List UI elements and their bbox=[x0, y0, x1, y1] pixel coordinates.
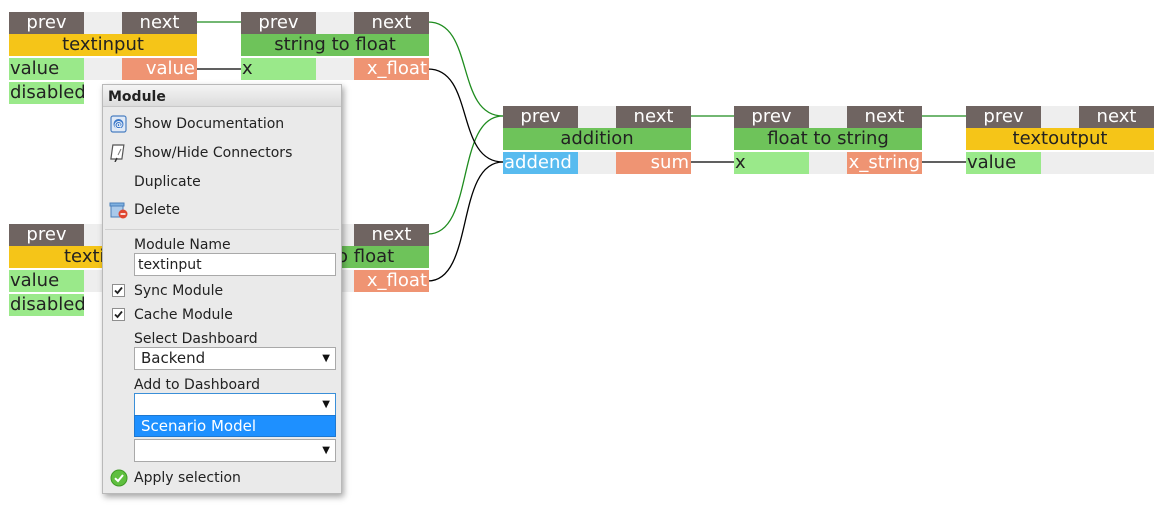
context-menu-header: Module bbox=[103, 85, 341, 107]
next-connector[interactable]: next bbox=[354, 224, 429, 246]
delete-icon bbox=[109, 201, 129, 219]
dropdown-arrow-icon: ▼ bbox=[322, 445, 330, 456]
prev-connector[interactable]: prev bbox=[9, 224, 84, 246]
module-float-to-string[interactable]: prev next float to string x x_string bbox=[734, 106, 922, 174]
flow-wire-stringtofloat1-to-addition bbox=[427, 21, 504, 117]
flow-wire-stringtofloat2-to-addition bbox=[427, 115, 504, 235]
delete-menu-item[interactable]: Delete bbox=[103, 197, 341, 223]
sync-module-label: Sync Module bbox=[134, 283, 224, 299]
apply-selection-button[interactable]: Apply selection bbox=[103, 466, 341, 490]
module-name-input[interactable] bbox=[134, 253, 336, 276]
output-port-x-float[interactable]: x_float bbox=[354, 270, 429, 292]
input-port-x[interactable]: x bbox=[734, 152, 809, 174]
next-connector[interactable]: next bbox=[354, 12, 429, 34]
input-port-addend[interactable]: addend bbox=[503, 152, 578, 174]
prev-connector[interactable]: prev bbox=[503, 106, 578, 128]
documentation-icon: @ bbox=[109, 115, 129, 133]
second-dashboard-dropdown[interactable]: ▼ bbox=[134, 439, 336, 462]
prev-connector[interactable]: prev bbox=[9, 12, 84, 34]
prev-connector[interactable]: prev bbox=[734, 106, 809, 128]
prev-connector[interactable]: prev bbox=[241, 12, 316, 34]
module-textinput[interactable]: prev next textinput value value disabled bbox=[9, 12, 197, 104]
menu-item-label: Show/Hide Connectors bbox=[134, 145, 293, 161]
prev-connector[interactable]: prev bbox=[966, 106, 1041, 128]
svg-text:@: @ bbox=[114, 120, 123, 130]
module-name-label: Module Name bbox=[134, 237, 231, 253]
input-port-disabled[interactable]: disabled bbox=[9, 82, 84, 104]
module-title[interactable]: textoutput bbox=[966, 128, 1154, 150]
show-documentation-menu-item[interactable]: @ Show Documentation bbox=[103, 111, 341, 137]
apply-selection-label: Apply selection bbox=[134, 470, 241, 486]
show-hide-connectors-menu-item[interactable]: Show/Hide Connectors bbox=[103, 140, 341, 166]
duplicate-menu-item[interactable]: Duplicate bbox=[103, 169, 341, 195]
input-port-value[interactable]: value bbox=[966, 152, 1041, 174]
output-port-sum[interactable]: sum bbox=[616, 152, 691, 174]
sync-module-checkbox[interactable] bbox=[112, 284, 125, 297]
select-dashboard-dropdown[interactable]: Backend ▼ bbox=[134, 347, 336, 370]
menu-separator bbox=[105, 229, 339, 230]
module-addition[interactable]: prev next addition addend sum bbox=[503, 106, 691, 174]
next-connector[interactable]: next bbox=[1079, 106, 1154, 128]
output-port-value[interactable]: value bbox=[122, 58, 197, 80]
add-to-dashboard-label: Add to Dashboard bbox=[134, 377, 261, 393]
module-title[interactable]: float to string bbox=[734, 128, 922, 150]
dropdown-arrow-icon: ▼ bbox=[322, 399, 330, 410]
module-title[interactable]: addition bbox=[503, 128, 691, 150]
data-wire-xfloat2-to-addend bbox=[427, 161, 504, 282]
input-port-x[interactable]: x bbox=[241, 58, 316, 80]
dropdown-option-scenario-model[interactable]: Scenario Model bbox=[134, 415, 336, 437]
next-connector[interactable]: next bbox=[847, 106, 922, 128]
cache-module-label: Cache Module bbox=[134, 307, 233, 323]
menu-item-label: Delete bbox=[134, 202, 180, 218]
select-dashboard-value: Backend bbox=[141, 349, 206, 367]
dropdown-arrow-icon: ▼ bbox=[322, 353, 330, 364]
module-string-to-float[interactable]: prev next string to float x x_float bbox=[241, 12, 429, 80]
menu-item-label: Duplicate bbox=[134, 174, 201, 190]
data-wire-xfloat1-to-addend bbox=[427, 68, 504, 163]
next-connector[interactable]: next bbox=[122, 12, 197, 34]
input-port-value[interactable]: value bbox=[9, 58, 84, 80]
input-port-disabled[interactable]: disabled bbox=[9, 294, 84, 316]
output-port-x-float[interactable]: x_float bbox=[354, 58, 429, 80]
checkmark-icon bbox=[110, 469, 128, 487]
module-title[interactable]: textinput bbox=[9, 34, 197, 56]
module-textoutput[interactable]: prev next textoutput value bbox=[966, 106, 1154, 174]
menu-item-label: Show Documentation bbox=[134, 116, 285, 132]
connectors-icon bbox=[109, 144, 129, 163]
module-title[interactable]: string to float bbox=[241, 34, 429, 56]
next-connector[interactable]: next bbox=[616, 106, 691, 128]
add-to-dashboard-dropdown[interactable]: ▼ bbox=[134, 393, 336, 416]
input-port-value[interactable]: value bbox=[9, 270, 84, 292]
module-context-menu: Module @ Show Documentation Show/Hide Co… bbox=[102, 84, 342, 494]
cache-module-checkbox[interactable] bbox=[112, 308, 125, 321]
output-port-x-string[interactable]: x_string bbox=[847, 152, 922, 174]
select-dashboard-label: Select Dashboard bbox=[134, 331, 258, 347]
